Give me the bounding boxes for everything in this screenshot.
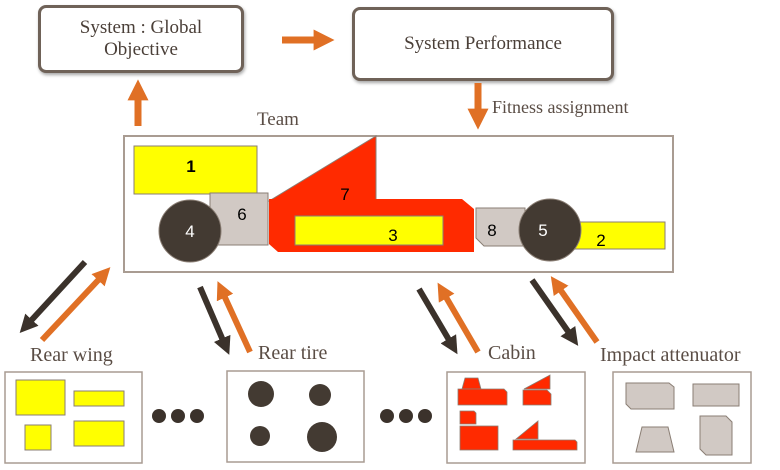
population-label-rear-tire: Rear tire bbox=[258, 342, 328, 364]
population-label-impact-attenuator: Impact attenuator bbox=[600, 344, 741, 366]
car-part-2 bbox=[567, 221, 666, 250]
population-label-rear-wing: Rear wing bbox=[30, 344, 113, 366]
car-part-8 bbox=[475, 207, 526, 247]
arrow-down-impact-attenuator bbox=[529, 278, 579, 346]
car-part-label-5: 5 bbox=[538, 221, 547, 240]
car-part-label-7: 7 bbox=[340, 185, 349, 204]
car-part-label-8: 8 bbox=[487, 221, 496, 240]
car-part-1 bbox=[133, 145, 258, 195]
ellipsis-2 bbox=[380, 409, 432, 423]
population-label-cabin: Cabin bbox=[488, 342, 536, 364]
car-part-label-6: 6 bbox=[237, 205, 246, 224]
population-box-rear-tire bbox=[226, 370, 365, 463]
car-part-5 bbox=[518, 198, 582, 262]
system-performance-box: System Performance bbox=[352, 7, 614, 81]
fitness-assignment-label: Fitness assignment bbox=[492, 97, 629, 117]
team-label: Team bbox=[257, 109, 299, 130]
car-part-label-4: 4 bbox=[185, 222, 194, 241]
car-part-label-3: 3 bbox=[388, 226, 397, 245]
car-part-label-1: 1 bbox=[186, 157, 195, 176]
arrow-up-rear-tire bbox=[216, 281, 253, 354]
global-objective-box: System : Global Objective bbox=[38, 5, 244, 73]
system-performance-label: System Performance bbox=[404, 33, 562, 54]
car-part-label-2: 2 bbox=[596, 231, 605, 250]
ellipsis-1 bbox=[152, 409, 204, 423]
arrow-up-impact-attenuator bbox=[550, 276, 600, 344]
arrow-down-rear-wing bbox=[19, 259, 88, 333]
arrow-down-rear-tire bbox=[197, 285, 231, 355]
arrow-up-rear-wing bbox=[39, 267, 111, 343]
global-objective-line2: Objective bbox=[104, 39, 178, 60]
car-part-4 bbox=[158, 199, 222, 263]
arrow-up-cabin bbox=[437, 282, 481, 354]
car-part-3 bbox=[294, 215, 444, 246]
global-objective-line1: System : Global bbox=[79, 17, 203, 38]
arrow-down-cabin bbox=[416, 287, 458, 355]
